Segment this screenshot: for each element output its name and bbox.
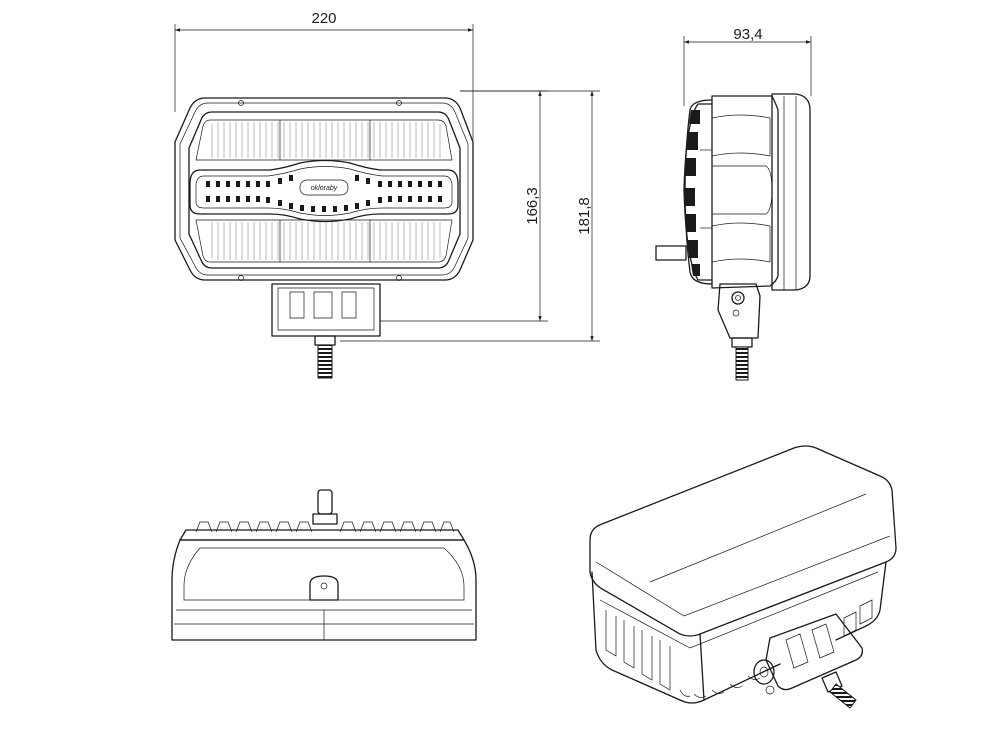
bottom-fins	[195, 521, 455, 533]
side-fins-dark	[685, 110, 700, 276]
logo-text: okloraby	[311, 185, 338, 192]
dimension-depth: 93,4	[683, 26, 812, 106]
bottom-view	[171, 489, 477, 641]
isometric-view	[589, 445, 897, 709]
led-row-bottom	[206, 196, 442, 212]
lower-lens-ribs	[211, 222, 441, 260]
dimension-width-label: 220	[311, 10, 336, 27]
led-row-top	[206, 175, 442, 187]
dimension-height-housing: 166,3	[380, 90, 548, 322]
dimension-height-total-label: 181,8	[576, 197, 593, 235]
dimension-width: 220	[174, 10, 474, 140]
dimension-depth-label: 93,4	[733, 26, 762, 43]
front-view: okloraby	[174, 97, 474, 379]
dimension-height-housing-label: 166,3	[524, 187, 541, 225]
iso-fins	[605, 599, 873, 698]
side-view	[655, 93, 811, 381]
dimension-height-total: 181,8	[340, 90, 600, 342]
upper-lens-ribs	[211, 122, 441, 158]
